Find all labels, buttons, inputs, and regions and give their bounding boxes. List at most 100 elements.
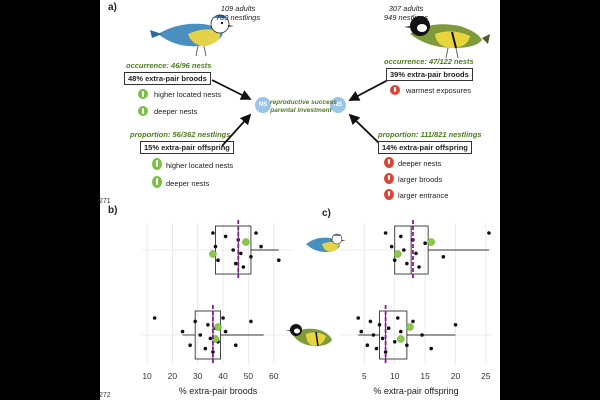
blue-tit-nestlings: 780 nestlings xyxy=(215,13,261,22)
chart-c-highlight-point xyxy=(406,323,414,331)
chart-c-data-point xyxy=(402,248,406,252)
chart-b-data-point xyxy=(180,329,185,334)
panel-a-arrows xyxy=(211,79,389,147)
left-occurrence-box: 48% extra-pair broods xyxy=(124,72,211,85)
right-occurrence-item-1: warmest exposures xyxy=(406,86,472,95)
chart-c-data-point xyxy=(405,261,409,266)
line-number-272: 272 xyxy=(100,392,111,399)
chart-b-data-point xyxy=(277,258,281,262)
right-proportion-title: proportion: 111/821 nestlings xyxy=(378,130,482,139)
blue-tit-small-icon xyxy=(306,233,346,252)
chart-c-tick-label: 25 xyxy=(481,371,491,381)
chart-b-tick-label: 60 xyxy=(269,371,279,381)
chart-b-data-point xyxy=(249,319,253,324)
chart-b-highlight-point xyxy=(209,250,217,258)
chart-b-data-point xyxy=(211,350,215,354)
chart-b-data-point xyxy=(223,329,228,334)
figure-page: a) 109 adults 780 nestlings 307 adults 9… xyxy=(100,0,500,400)
ns-right-circle: NS xyxy=(330,97,346,113)
chart-c-tick-label: 10 xyxy=(390,371,400,381)
chart-c-data-point xyxy=(380,336,385,341)
chart-extra-pair-offspring: 5 10 15 20 25 xyxy=(340,220,492,381)
chart-c-data-point xyxy=(405,343,409,347)
chart-b-tick-label: 50 xyxy=(244,371,254,381)
chart-b-highlight-point xyxy=(214,323,222,331)
panel-a-label: a) xyxy=(108,2,117,13)
right-proportion-item-1: deeper nests xyxy=(398,159,442,168)
left-proportion-title: proportion: 56/362 nestlings xyxy=(130,130,231,139)
chart-b-data-point xyxy=(211,231,215,235)
chart-c-data-point xyxy=(377,323,382,327)
up-arrow-icon xyxy=(138,106,148,116)
chart-b-data-point xyxy=(233,343,238,347)
left-occurrence-title: occurrence: 46/96 nests xyxy=(126,61,212,70)
chart-b-data-point xyxy=(239,251,243,256)
blue-tit-adults: 109 adults xyxy=(220,4,256,13)
chart-b-data-point xyxy=(231,248,235,252)
left-proportion-item-2: deeper nests xyxy=(166,179,210,188)
chart-c-data-point xyxy=(453,323,458,327)
center-line-2: parental investment xyxy=(270,107,332,114)
chart-c-data-point xyxy=(389,244,394,249)
chart-c-tick-label: 20 xyxy=(451,371,461,381)
chart-c-data-point xyxy=(383,350,388,354)
chart-c-xlabel: % extra-pair offspring xyxy=(373,386,459,396)
chart-c-tick-label: 5 xyxy=(362,371,367,381)
chart-b-data-point xyxy=(259,244,263,249)
panel-c-label: c) xyxy=(322,208,331,219)
chart-b-data-point xyxy=(203,346,208,351)
chart-b-data-point xyxy=(241,265,246,269)
up-arrow-icon xyxy=(152,158,162,170)
chart-c-data-point xyxy=(374,346,379,351)
great-tit-illustration xyxy=(404,16,490,59)
exclamation-icon xyxy=(384,189,394,200)
chart-c-data-point xyxy=(429,346,433,351)
chart-c-data-point xyxy=(395,316,400,320)
chart-c-data-point xyxy=(365,343,370,347)
chart-c-data-point xyxy=(371,333,376,337)
great-tit-small-icon xyxy=(285,324,332,347)
chart-b-tick-label: 10 xyxy=(142,371,152,381)
chart-c-data-point xyxy=(487,231,491,235)
right-proportion-item-3: larger entrance xyxy=(398,191,449,200)
left-proportion-item-1: higher located nests xyxy=(166,161,234,170)
chart-b-data-point xyxy=(208,336,213,341)
chart-b-data-point xyxy=(198,333,203,337)
chart-b-data-point xyxy=(193,319,197,324)
left-occurrence-item-2: deeper nests xyxy=(154,107,198,116)
left-proportion-box: 15% extra-pair offspring xyxy=(140,141,234,154)
chart-b-data-point xyxy=(188,343,192,347)
chart-c-box xyxy=(379,310,408,360)
chart-b-data-point xyxy=(233,261,238,266)
chart-b-data-point xyxy=(216,258,220,262)
chart-c-data-point xyxy=(423,241,427,245)
right-proportion-box: 14% extra-pair offspring xyxy=(378,141,472,154)
chart-b-data-point xyxy=(152,316,157,320)
center-line-1: reproductive success xyxy=(270,99,337,106)
chart-b-tick-label: 20 xyxy=(168,371,178,381)
chart-c-highlight-point xyxy=(394,250,402,258)
chart-c-data-point xyxy=(399,329,403,334)
chart-b-highlight-point xyxy=(242,238,250,246)
chart-b-tick-label: 30 xyxy=(193,371,203,381)
chart-c-data-point xyxy=(392,258,397,262)
exclamation-icon xyxy=(384,157,394,168)
chart-c-data-point xyxy=(399,234,403,239)
chart-b-data-point xyxy=(213,244,218,249)
chart-b-box xyxy=(215,225,252,275)
chart-c-tick-label: 15 xyxy=(420,371,430,381)
chart-c-data-point xyxy=(417,265,421,269)
chart-c-data-point xyxy=(414,251,418,256)
chart-c-data-point xyxy=(383,231,388,235)
chart-b-data-point xyxy=(221,316,225,320)
chart-b-data-point xyxy=(249,255,253,259)
chart-c-highlight-point xyxy=(427,238,435,246)
chart-c-data-point xyxy=(420,333,424,337)
chart-b-data-point xyxy=(254,231,258,235)
blue-tit-illustration xyxy=(150,14,234,57)
great-tit-nestlings: 949 nestlings xyxy=(383,13,429,22)
up-arrow-icon xyxy=(152,176,162,188)
chart-b-tick-label: 40 xyxy=(218,371,228,381)
chart-c-data-point xyxy=(392,340,397,344)
great-tit-adults: 307 adults xyxy=(388,4,424,13)
